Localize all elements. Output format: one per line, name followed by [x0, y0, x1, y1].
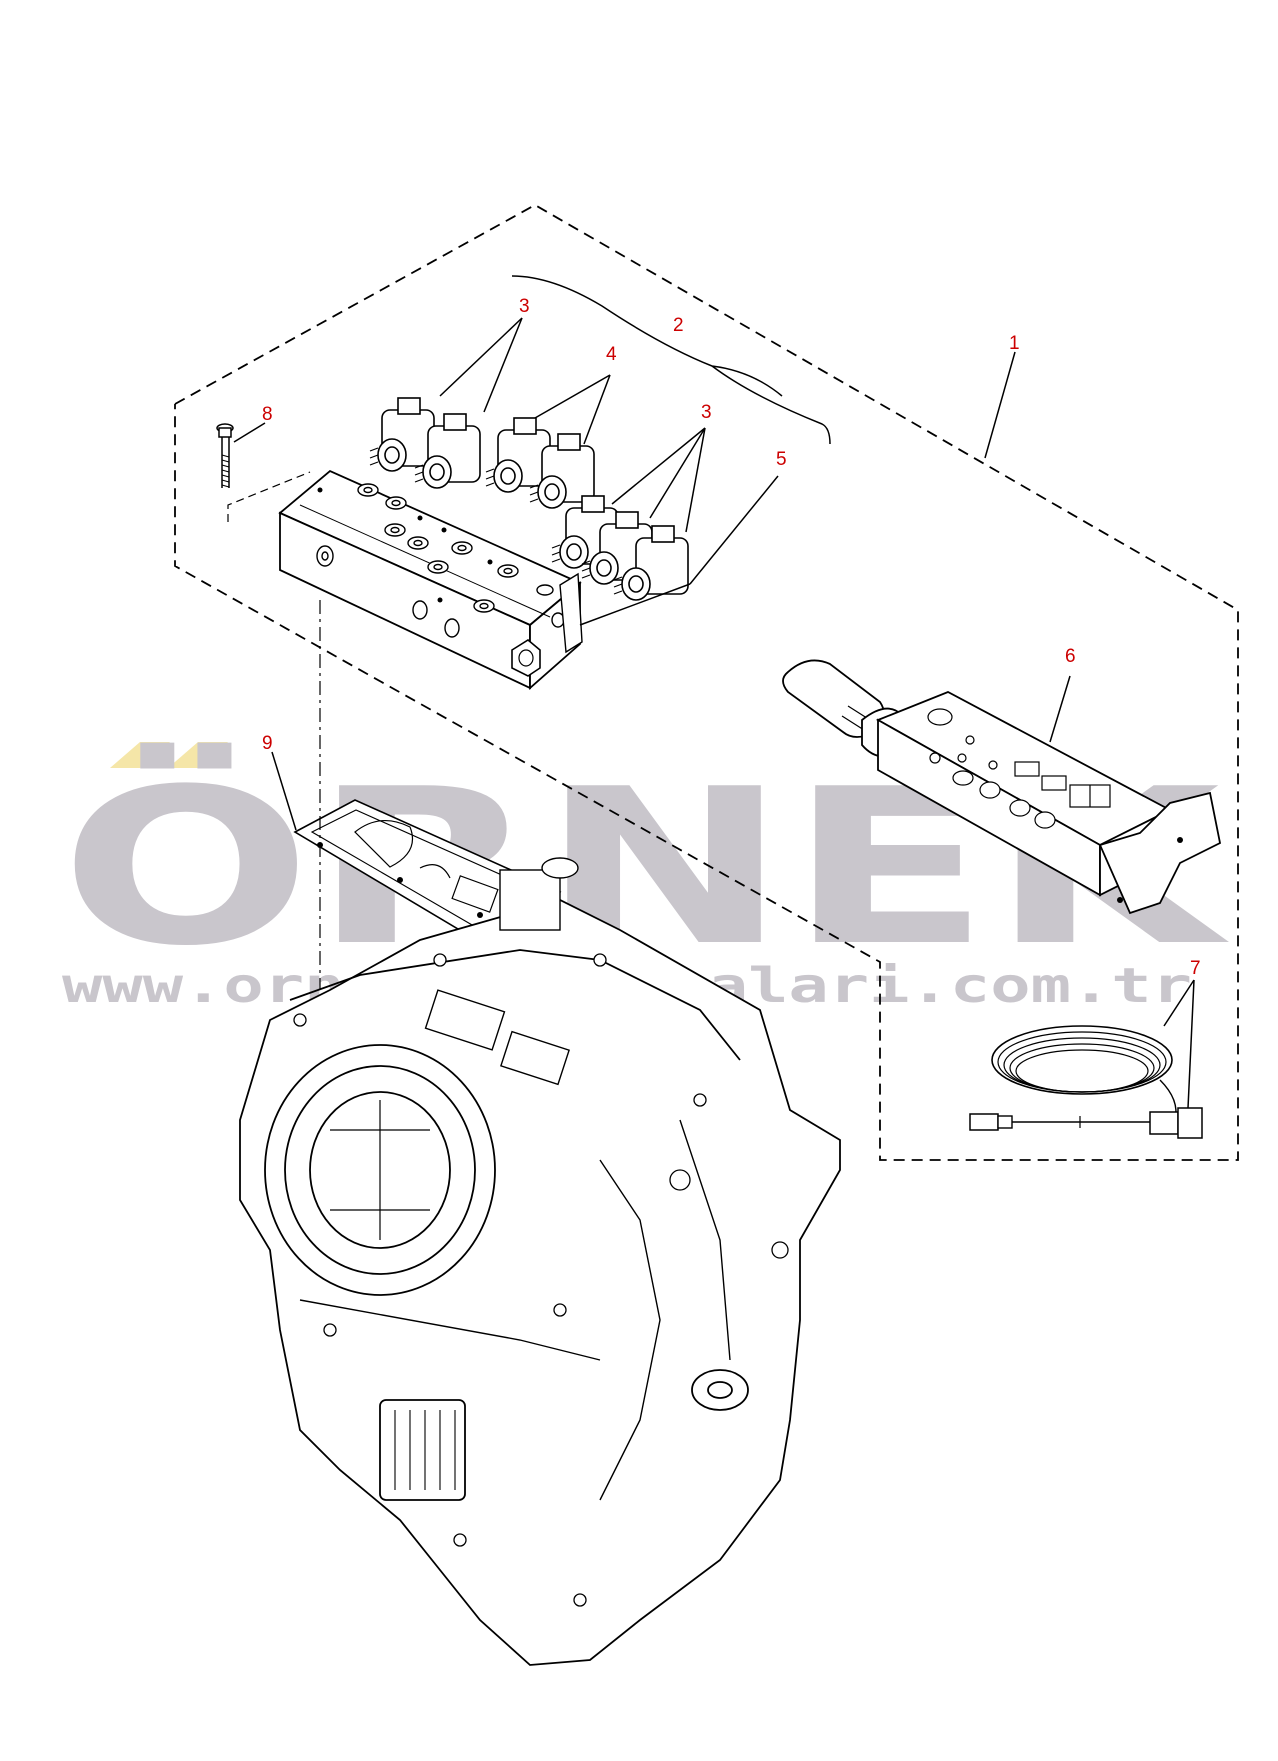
callout-6: 6 — [1065, 646, 1076, 667]
callout-leaders — [233, 275, 1195, 1109]
callout-8: 8 — [262, 404, 273, 425]
callout-2: 2 — [673, 315, 684, 336]
assembly-boundary — [174, 203, 1239, 1161]
callout-3-top: 3 — [519, 296, 530, 317]
watermark-accent-mark — [168, 742, 228, 768]
solenoid-valve-icon — [613, 525, 689, 601]
callout-7: 7 — [1190, 958, 1201, 979]
wiring-harness-icon — [969, 1025, 1203, 1139]
callout-1: 1 — [1009, 333, 1020, 354]
gear-selector-icon — [782, 659, 1222, 915]
solenoid-valve-icon — [485, 417, 551, 493]
transmission-housing-icon — [239, 857, 841, 1666]
callout-3-right: 3 — [701, 402, 712, 423]
solenoid-valve-icon — [414, 413, 481, 489]
bolt-icon — [216, 423, 311, 522]
callout-4: 4 — [606, 344, 617, 365]
solenoid-valve-icon — [369, 397, 435, 472]
callout-labels: 1 2 3 4 3 5 6 7 8 9 — [262, 296, 1201, 979]
valve-block-icon — [278, 469, 583, 690]
callout-5: 5 — [776, 449, 787, 470]
callout-9: 9 — [262, 733, 273, 754]
watermark-accent-mark — [110, 742, 170, 768]
solenoid-valve-icon — [529, 433, 595, 509]
solenoid-valve-group — [369, 397, 689, 601]
